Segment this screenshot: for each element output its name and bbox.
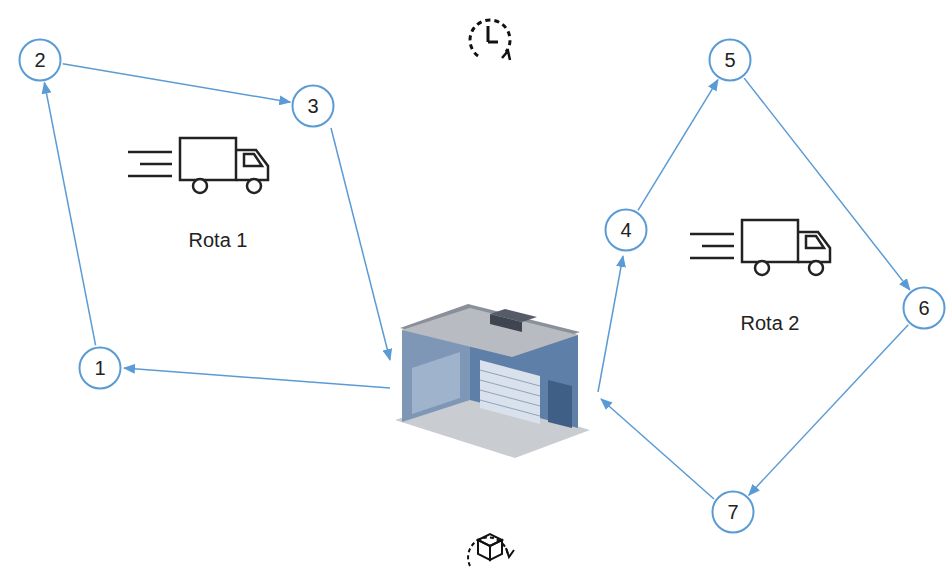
clock-icon xyxy=(470,20,510,60)
stop-circle: 1 xyxy=(78,346,122,390)
route-arrow xyxy=(63,64,291,102)
stop-number: 5 xyxy=(724,49,735,72)
stop-number: 1 xyxy=(94,357,105,380)
stop-number: 2 xyxy=(34,49,45,72)
depot-lines xyxy=(124,128,714,499)
box-cycle-icon xyxy=(468,534,514,566)
stop-circle: 3 xyxy=(291,84,335,128)
stop-circle: 7 xyxy=(711,490,755,534)
stop-number: 3 xyxy=(307,95,318,118)
stop-circle: 2 xyxy=(18,38,62,82)
route-label: Rota 2 xyxy=(741,312,800,335)
warehouse-icon xyxy=(395,304,590,458)
route-label: Rota 1 xyxy=(189,229,248,252)
truck-icon xyxy=(128,138,268,193)
route-arrow xyxy=(44,83,95,346)
stop-number: 7 xyxy=(727,501,738,524)
stop-circle: 6 xyxy=(902,286,946,330)
route-arrow xyxy=(744,78,910,290)
route-arrow xyxy=(638,80,718,211)
route-arrow xyxy=(749,325,909,495)
truck-icon xyxy=(690,220,830,275)
stop-number: 6 xyxy=(918,297,929,320)
stop-circle: 5 xyxy=(708,38,752,82)
stop-number: 4 xyxy=(620,219,631,242)
stop-circle: 4 xyxy=(604,208,648,252)
